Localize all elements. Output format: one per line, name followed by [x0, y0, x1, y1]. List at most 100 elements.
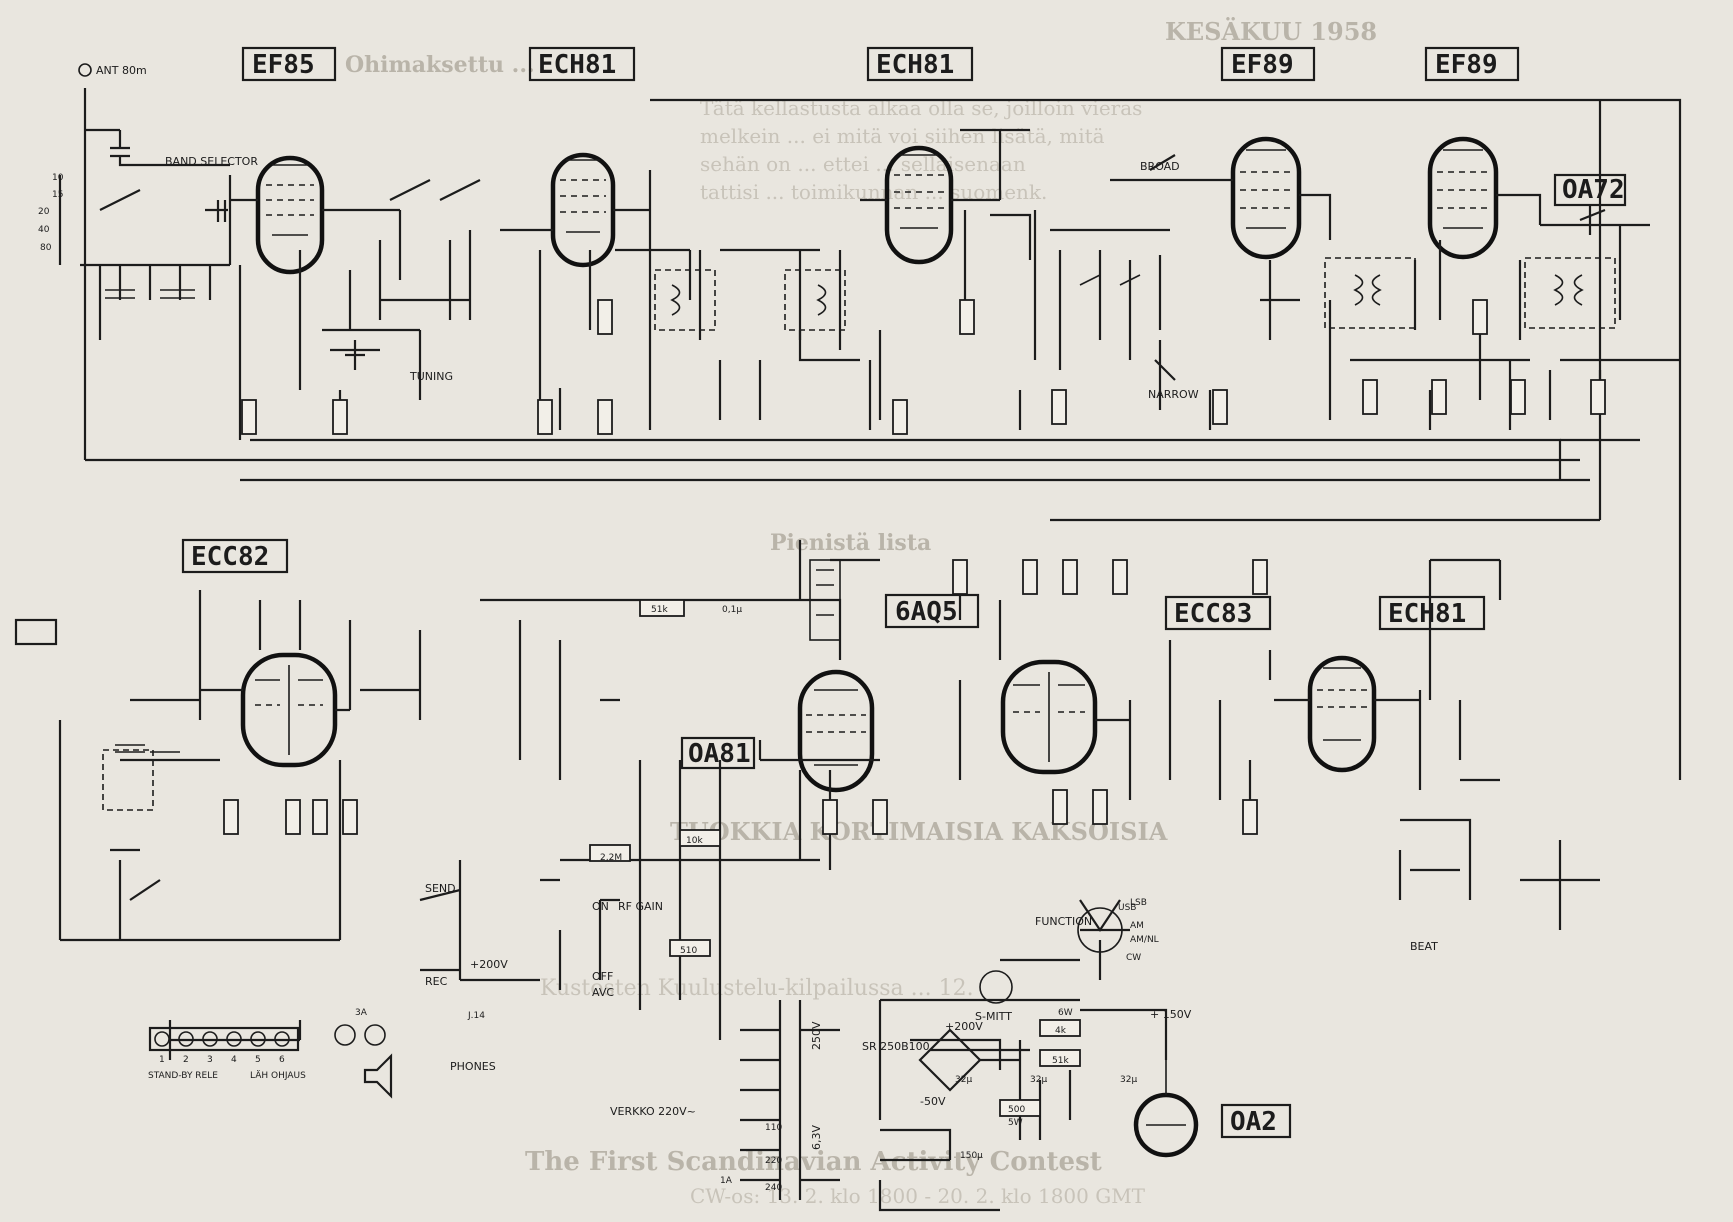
lah-label: LÄH OHJAUS — [250, 1070, 306, 1081]
terminal-block — [148, 1026, 300, 1052]
smitt-label: S-MITT — [975, 1010, 1012, 1023]
oa2-label-box — [1220, 1103, 1292, 1139]
annotations: ANT 80m BAND SELECTOR 10 15 20 40 80 TUN… — [38, 63, 1438, 1193]
cap-32-label-3: 32μ — [1120, 1075, 1137, 1085]
on-label: ON — [592, 900, 609, 913]
rec-label: REC — [425, 975, 448, 988]
terminal-6 — [274, 1031, 290, 1047]
band-15: 15 — [52, 190, 63, 200]
res-51k-audio-label: 51k — [651, 605, 668, 615]
terminal-5 — [250, 1031, 266, 1047]
band-selector-label: BAND SELECTOR — [165, 155, 258, 168]
band-40: 40 — [38, 225, 50, 235]
terminal-num-1: 1 — [159, 1055, 165, 1065]
res-500-label: 500 — [1008, 1105, 1025, 1115]
ghost-line-8: The First Scandinavian Activity Contest — [525, 1147, 1102, 1177]
ghost-line-6: TUOKKIA KORTIMAISIA KAKSOISIA — [670, 817, 1168, 846]
wiring — [58, 88, 1682, 1212]
rf-gain-label: RF GAIN — [618, 900, 663, 913]
ecc83-tube — [1000, 659, 1098, 775]
tuning-label: TUNING — [409, 370, 453, 383]
broad-label: BROAD — [1140, 160, 1180, 173]
terminal-num-4: 4 — [231, 1055, 237, 1065]
bus-top-avc — [650, 98, 1682, 520]
cap-150-label: 150μ — [960, 1151, 983, 1161]
amnl-label: AM/NL — [1130, 935, 1159, 945]
ech81-mix-label: ECH81 — [876, 50, 954, 80]
j14-label: J.14 — [467, 1011, 485, 1021]
ef89-1-tube — [1230, 136, 1302, 260]
resistors — [223, 299, 1606, 1117]
band-80: 80 — [40, 243, 52, 253]
res-5w-label: 5W — [1008, 1118, 1023, 1128]
beat-label: BEAT — [1410, 940, 1438, 953]
avc-label: AVC — [592, 986, 614, 999]
6aq5-label: 6AQ5 — [895, 597, 958, 627]
send-label: SEND — [425, 882, 456, 895]
ech81-bfo-label: ECH81 — [1388, 599, 1466, 629]
prim110-label: 110 — [765, 1123, 782, 1133]
phones-label: PHONES — [450, 1060, 496, 1073]
res-6w-label: 6W — [1058, 1008, 1073, 1018]
ecc82-label-box — [181, 538, 289, 574]
6aq5-label-box — [884, 593, 980, 629]
prim220-label: 220 — [765, 1156, 782, 1166]
res-510-label: 510 — [680, 946, 697, 956]
terminal-1 — [154, 1031, 170, 1047]
terminal-3 — [202, 1031, 218, 1047]
ech81-mix-label-box — [866, 46, 974, 82]
plus200-label: +200V — [470, 958, 508, 971]
jack-1 — [334, 1024, 356, 1046]
ef85-label-box — [241, 46, 337, 82]
ef89-1-label-box — [1220, 46, 1316, 82]
antenna-icon — [78, 63, 92, 77]
ef89-1-label: EF89 — [1231, 50, 1294, 80]
j3a-label: 3A — [355, 1008, 368, 1018]
terminal-2 — [178, 1031, 194, 1047]
prim240-label: 240 — [765, 1183, 782, 1193]
ecc82-label: ECC82 — [191, 542, 269, 572]
lsb-label: LSB — [1130, 898, 1147, 908]
v200-label: +200V — [945, 1020, 983, 1033]
ghost-line-9: CW-os: 13. 2. klo 1800 - 20. 2. klo 1800… — [690, 1184, 1146, 1208]
ant-label: ANT 80m — [96, 64, 147, 77]
terminal-4 — [226, 1031, 242, 1047]
standby-label: STAND-BY RELE — [148, 1071, 218, 1081]
v150-label: + 150V — [1150, 1008, 1192, 1021]
cw-label: CW — [1126, 953, 1141, 963]
am-label: AM — [1130, 921, 1144, 931]
key-jack-box — [14, 618, 58, 646]
ef85-label: EF85 — [252, 50, 315, 80]
oa81-label-box — [680, 736, 756, 770]
ef85-tube — [255, 155, 325, 275]
narrow-label: NARROW — [1148, 388, 1199, 401]
function-label: FUNCTION — [1035, 915, 1092, 928]
oa2-tube — [1133, 1060, 1199, 1158]
cap-01-label: 0,1μ — [722, 605, 742, 615]
ech81-mix-tube — [884, 145, 954, 265]
res-51k-label: 51k — [1052, 1056, 1069, 1066]
ech81-rf-label: ECH81 — [538, 50, 616, 80]
ech81-bfo-tube — [1307, 655, 1377, 773]
ech81-bfo-label-box — [1378, 595, 1486, 631]
band-10: 10 — [52, 173, 64, 183]
ghost-title: Ohimaksettu ... — [345, 52, 535, 78]
terminal-num-3: 3 — [207, 1055, 213, 1065]
ghost-line-3: sehän on ... ettei ... sellaisenaan — [700, 152, 1026, 176]
v50-label: -50V — [920, 1095, 946, 1108]
oa2-label: OA2 — [1230, 1107, 1277, 1137]
ghost-line-2: melkein ... ei mitä voi siihen lisätä, m… — [700, 124, 1105, 148]
speaker-icon — [363, 1053, 393, 1099]
tube-envelopes — [240, 136, 1499, 1158]
ef89-2-label: EF89 — [1435, 50, 1498, 80]
res-10k-label: 10k — [686, 836, 703, 846]
tube-labels: EF85 ECH81 ECH81 EF89 EF89 ECC82 6AQ5 EC… — [181, 46, 1627, 1139]
ef89-2-label-box — [1424, 46, 1520, 82]
ecc82-tube — [240, 652, 338, 768]
terminal-strip: 1 2 3 4 5 6 STAND-BY RELE LÄH OHJAUS — [14, 618, 393, 1099]
oa72-label: OA72 — [1562, 175, 1625, 205]
v250-label: 250V — [810, 1021, 823, 1050]
6aq5-tube — [797, 669, 875, 793]
cap-32-label-2: 32μ — [1030, 1075, 1047, 1085]
